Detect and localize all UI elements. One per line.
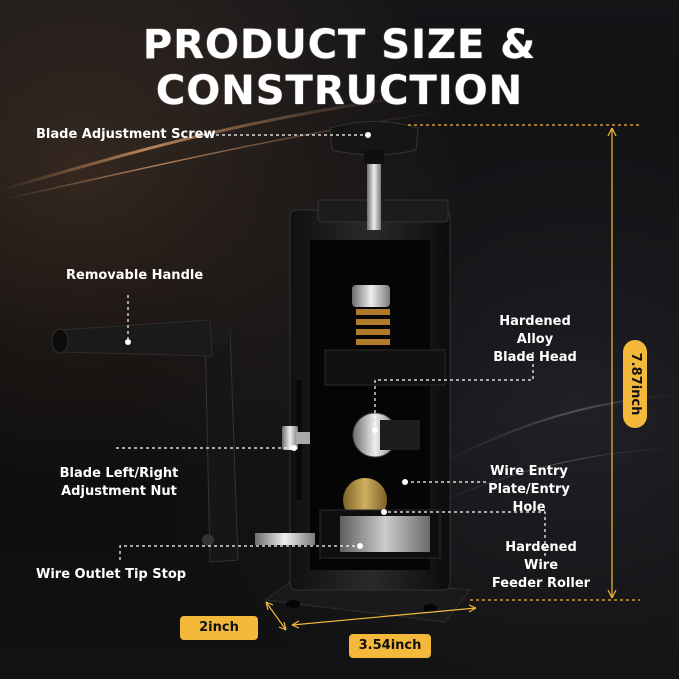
label-line: Hardened Alloy (499, 314, 571, 347)
label-wire-entry-plate: Wire Entry Plate/Entry Hole (470, 463, 588, 517)
label-line: Adjustment Nut (61, 484, 177, 499)
dimension-depth-badge: 2inch (180, 616, 258, 640)
crank-handle (51, 319, 239, 563)
wire-outlet-tube (255, 533, 315, 545)
adjustment-screw (329, 121, 419, 230)
page-title: PRODUCT SIZE & CONSTRUCTION (142, 22, 537, 114)
label-line: Wire Entry (490, 464, 568, 479)
dimension-height-badge: 7.87inch (623, 340, 647, 428)
label-line: Blade Head (493, 350, 577, 365)
adjustment-nut (282, 426, 310, 450)
label-line: Hardened Wire (505, 540, 577, 573)
spring (352, 285, 390, 345)
label-removable-handle: Removable Handle (66, 268, 204, 283)
dimension-height-text: 7.87inch (628, 352, 643, 416)
label-blade-adjustment-screw: Blade Adjustment Screw (36, 127, 216, 142)
dimension-lines (265, 124, 640, 631)
label-hardened-alloy-blade-head: Hardened Alloy Blade Head (482, 313, 588, 367)
label-line: Blade Left/Right (59, 466, 179, 481)
leader-lines (116, 134, 546, 560)
dimension-width-badge: 3.54inch (349, 634, 431, 658)
leader-dots (125, 132, 408, 549)
label-line: Feeder Roller (491, 576, 591, 591)
label-hardened-wire-feeder-roller: Hardened Wire Feeder Roller (488, 539, 594, 593)
blade-head-block (324, 349, 446, 386)
label-wire-outlet-tip-stop: Wire Outlet Tip Stop (36, 567, 187, 582)
label-line: Plate/Entry Hole (488, 482, 570, 515)
label-blade-adjustment-nut: Blade Left/Right Adjustment Nut (52, 465, 186, 501)
